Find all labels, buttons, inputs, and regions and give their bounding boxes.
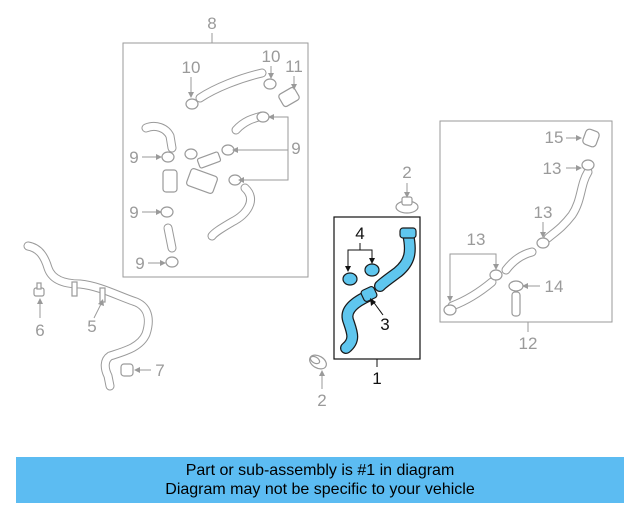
clamps-box-8 [160,78,277,268]
hose-clamps-4 [342,263,380,286]
callout-6: 6 [35,321,44,340]
upper-hose-8 [195,68,267,103]
callout-8: 8 [207,14,216,33]
group-box-12 [439,120,613,323]
callout-7: 7 [155,361,164,380]
callout-1: 1 [372,369,381,388]
cap-2-lower [309,354,327,370]
callout-9-d: 9 [291,139,300,158]
callout-3: 3 [380,315,389,334]
pipe-5 [23,241,153,391]
callout-4: 4 [355,224,364,243]
callout-11: 11 [285,57,303,76]
connector-block [186,167,218,195]
callout-15: 15 [545,128,564,147]
small-hose-left [141,121,177,153]
bolt-6 [33,282,45,297]
lower-hose-8 [207,183,255,241]
callout-13-a: 13 [543,159,562,178]
callout-9-b: 9 [129,203,138,222]
callout-2-lower: 2 [317,391,326,410]
clip-7 [120,363,134,377]
hose-box-12-lower [447,247,537,311]
callout-10-right: 10 [262,47,281,66]
callout-2-upper: 2 [402,163,411,182]
callout-10-left: 10 [182,58,201,77]
callout-13-c: 13 [467,230,486,249]
banner-line-1: Part or sub-assembly is #1 in diagram [185,462,455,479]
group-box-8 [122,42,309,278]
info-banner: Part or sub-assembly is #1 in diagram Di… [16,457,624,503]
tube-left-lower [163,223,177,253]
hose-box-12-upper [543,167,593,243]
callout-14: 14 [545,277,564,296]
callout-12: 12 [519,334,538,353]
callout-9-a: 9 [129,148,138,167]
callout-9-c: 9 [135,254,144,273]
clamps-box-12 [443,159,595,316]
cap-2-upper [395,196,419,214]
parts-diagram: 8 10 10 11 9 [23,14,613,410]
callout-13-b: 13 [534,203,553,222]
callout-5: 5 [87,317,96,336]
radiator-hose-assembly [340,227,417,354]
banner-line-2: Diagram may not be specific to your vehi… [165,481,475,498]
